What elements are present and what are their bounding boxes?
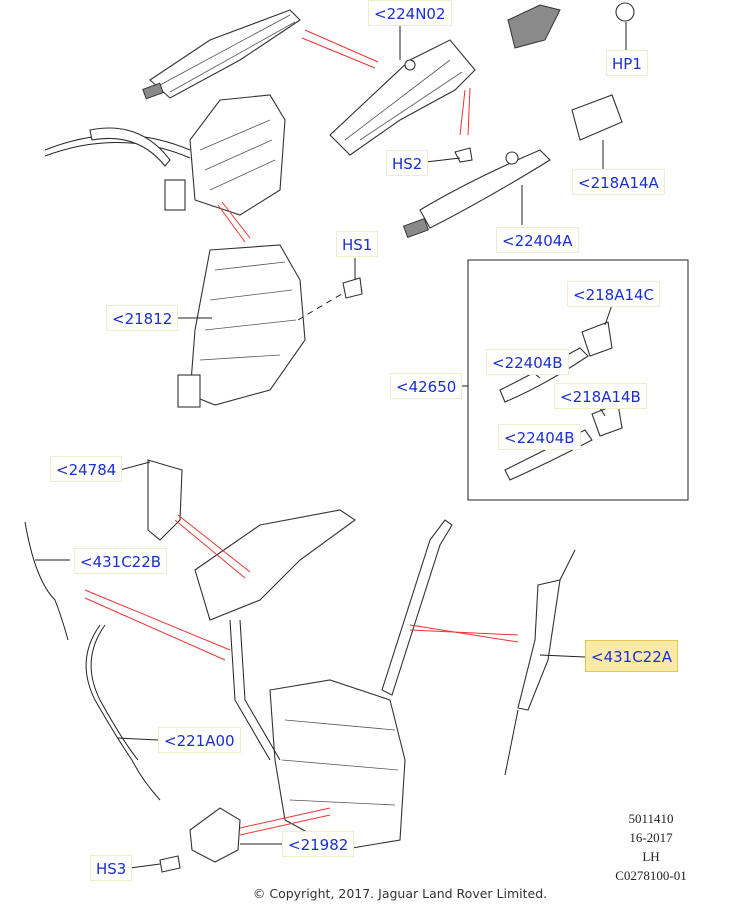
copyright-notice: © Copyright, 2017. Jaguar Land Rover Lim…: [252, 886, 548, 901]
hs1-screw-drawing: [342, 277, 363, 299]
callout-22404A[interactable]: <22404A: [496, 227, 579, 253]
drawing-number: 5011410: [628, 811, 674, 826]
red-indicator-lines: [84, 29, 519, 836]
cable-431C22A-right-drawing: [517, 579, 561, 711]
door-latch-drawing: [177, 244, 306, 408]
callout-431C22B[interactable]: <431C22B: [74, 548, 168, 574]
callout-218A14A[interactable]: <218A14A: [572, 169, 665, 195]
cap-218A14A-drawing: [571, 94, 623, 141]
drawing-date: 16-2017: [629, 830, 673, 845]
cable-221A00-drawing: [85, 624, 161, 801]
callout-218A14C[interactable]: <218A14C: [567, 281, 661, 307]
callout-21812[interactable]: <21812: [106, 305, 179, 331]
callout-hs2[interactable]: HS2: [386, 150, 429, 176]
callout-22404B-upper[interactable]: <22404B: [486, 349, 569, 375]
exterior-handle-assembly-drawing: [44, 9, 301, 216]
drawing-code: C0278100-01: [615, 868, 687, 883]
hs3-screw-drawing: [159, 855, 181, 873]
door-module-drawing: [194, 509, 406, 851]
callout-21982[interactable]: <21982: [282, 831, 355, 857]
callout-42650[interactable]: <42650: [390, 373, 463, 399]
handle-kit-inset-box: [467, 259, 689, 501]
handle-bracket-drawing: [329, 39, 476, 156]
callout-hs3[interactable]: HS3: [90, 855, 133, 881]
exterior-handle-22404A-drawing: [402, 149, 551, 239]
leader-lines: [35, 22, 627, 869]
callout-22404B-lower[interactable]: <22404B: [498, 424, 581, 450]
callout-221A00[interactable]: <221A00: [158, 727, 241, 753]
hs2-screw-drawing: [454, 147, 473, 163]
callout-hp1[interactable]: HP1: [606, 50, 648, 76]
cable-431C22B-drawing: [24, 521, 69, 641]
hp1-plug-drawing: [615, 2, 635, 22]
callout-24784[interactable]: <24784: [50, 456, 123, 482]
callout-218A14B[interactable]: <218A14B: [554, 383, 647, 409]
callout-224N02[interactable]: <224N02: [368, 0, 452, 26]
latch-cover-drawing: [147, 459, 183, 541]
callout-431C22A[interactable]: <431C22A: [585, 640, 679, 672]
striker-drawing: [189, 807, 241, 863]
handle-cap-part-drawing: [507, 4, 561, 49]
cable-431C22A-drawing: [381, 519, 453, 696]
callout-hs1[interactable]: HS1: [336, 231, 379, 257]
drawing-side: LH: [642, 849, 660, 864]
